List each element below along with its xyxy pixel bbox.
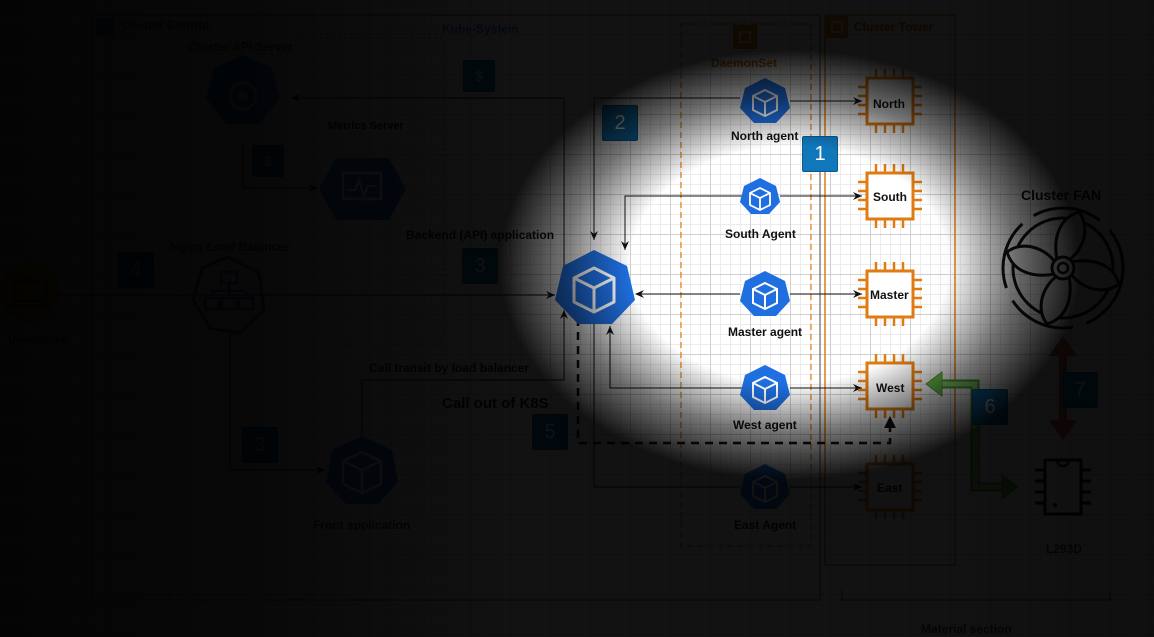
cluster-control-boundary [91,14,821,601]
daemonset-label: DaemonSet [711,56,778,70]
master-agent-label: Master agent [728,325,803,339]
step-5-badge: 5 [532,414,568,450]
front-application-icon [326,436,398,504]
master-tower-label: Master [870,288,909,302]
step-2-badge: 2 [602,105,638,141]
east-tower-label: East [877,481,903,495]
east-agent-label: East Agent [734,518,797,532]
cluster-control-icon [96,18,114,36]
south-tower-label: South [873,190,907,204]
call-out-label: Call out of K8S [442,395,549,412]
nginx-label: Nginx Load Balancer [170,240,290,254]
cluster-tower-label: Cluster Tower [854,20,934,34]
material-section-brace [841,590,1111,601]
step-1-badge: 1 [802,136,838,172]
cluster-fan-icon [1001,206,1125,330]
front-app-label: Front application [313,518,411,532]
west-agent-icon [740,365,790,410]
call-transit-label: Call transit by load balancer [369,361,530,375]
api-server-badge: $ [463,60,495,92]
cluster-control-label: Cluster Control [122,18,210,32]
east-agent-icon [740,464,790,509]
north-tower-label: North [873,97,905,111]
metrics-server-label: Metrics Server [328,120,404,132]
west-tower-label: West [876,381,905,395]
master-agent-icon [740,271,790,316]
metrics-server-icon [319,158,406,220]
north-agent-icon [740,78,790,123]
app-section-brace [169,590,821,601]
step-4-badge: 4 [118,252,154,288]
kube-system-label: Kube-System [442,22,519,36]
laptop-label: User/laptop [8,334,69,346]
metrics-server-badge: $ [252,145,284,177]
cluster-tower-icon [826,16,848,38]
laptop-icon [0,263,60,323]
cluster-api-server-icon [206,55,280,124]
cluster-fan-label: Cluster FAN [1021,187,1102,203]
north-agent-label: North agent [731,129,799,143]
west-agent-label: West agent [733,418,797,432]
material-section-label: Material section [921,622,1012,636]
step-3-front-badge: 3 [242,427,278,463]
l293d-label: L293D [1046,542,1083,556]
step-3-backend-badge: 3 [462,248,498,284]
cluster-api-server-label: Cluster API Server [188,40,293,54]
south-agent-label: South Agent [725,227,796,241]
daemonset-icon [733,25,757,49]
l293d-chip-icon [1035,458,1091,516]
backend-label: Backend (API) application [406,228,555,242]
backend-application-icon [555,250,635,324]
south-agent-icon [740,178,780,214]
step-7-badge: 7 [1062,372,1098,408]
step-6-badge: 6 [972,389,1008,425]
